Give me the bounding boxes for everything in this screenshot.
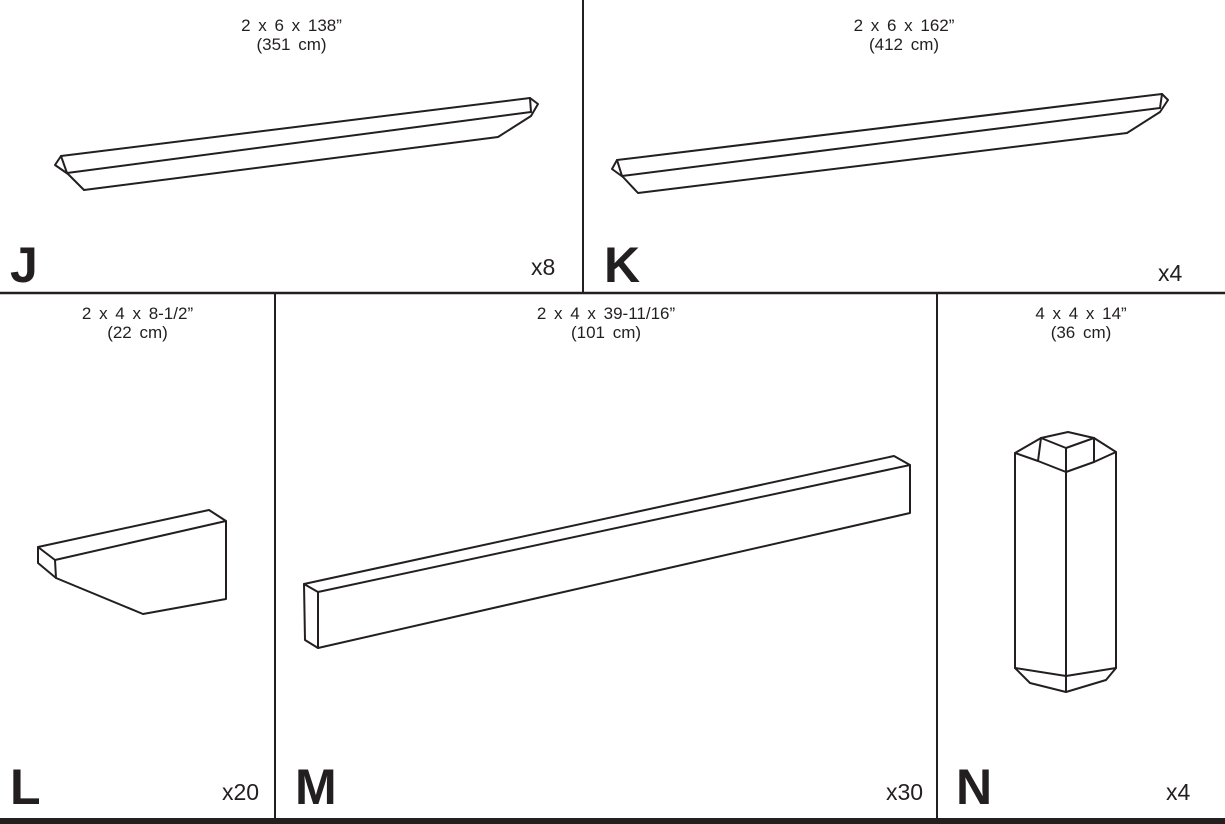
part-l-letter: L bbox=[10, 759, 41, 815]
part-n-dimension-metric: (36 cm) bbox=[1050, 323, 1112, 342]
board-j-drawing bbox=[54, 97, 539, 191]
part-k-dimensions: 2 x 6 x 162” (412 cm) bbox=[583, 16, 1225, 54]
part-j-dimension-metric: (351 cm) bbox=[256, 35, 327, 54]
part-panel-j: 2 x 6 x 138” (351 cm) J x8 bbox=[0, 0, 583, 293]
part-k-quantity: x4 bbox=[1158, 260, 1183, 286]
part-m-dimension-imperial: 2 x 4 x 39-11/16” bbox=[536, 304, 676, 323]
part-j-letter: J bbox=[10, 237, 38, 293]
part-l-dimension-metric: (22 cm) bbox=[107, 323, 168, 342]
part-panel-m: 2 x 4 x 39-11/16” (101 cm) M x30 bbox=[275, 293, 937, 818]
part-j-dimensions: 2 x 6 x 138” (351 cm) bbox=[0, 16, 583, 54]
part-n-letter: N bbox=[956, 759, 993, 815]
part-k-dimension-imperial: 2 x 6 x 162” bbox=[853, 16, 955, 35]
part-l-dimension-imperial: 2 x 4 x 8-1/2” bbox=[81, 304, 194, 323]
board-m-drawing bbox=[303, 455, 911, 649]
part-panel-k: 2 x 6 x 162” (412 cm) K x4 bbox=[583, 0, 1225, 293]
part-n-dimensions: 4 x 4 x 14” (36 cm) bbox=[937, 304, 1225, 342]
part-l-dimensions: 2 x 4 x 8-1/2” (22 cm) bbox=[0, 304, 275, 342]
bottom-border bbox=[0, 818, 1225, 824]
part-m-dimensions: 2 x 4 x 39-11/16” (101 cm) bbox=[275, 304, 937, 342]
part-n-quantity: x4 bbox=[1166, 779, 1191, 805]
part-m-quantity: x30 bbox=[886, 779, 924, 805]
part-panel-l: 2 x 4 x 8-1/2” (22 cm) L x20 bbox=[0, 293, 275, 818]
part-k-dimension-metric: (412 cm) bbox=[868, 35, 940, 54]
board-k-drawing bbox=[611, 93, 1169, 194]
part-l-quantity: x20 bbox=[222, 779, 260, 805]
post-n-drawing bbox=[1014, 431, 1117, 693]
part-j-quantity: x8 bbox=[531, 254, 556, 280]
block-l-drawing bbox=[37, 509, 227, 615]
part-m-dimension-metric: (101 cm) bbox=[570, 323, 642, 342]
part-k-letter: K bbox=[604, 237, 641, 293]
part-panel-n: 4 x 4 x 14” (36 cm) N x4 bbox=[937, 293, 1225, 818]
part-j-dimension-imperial: 2 x 6 x 138” bbox=[241, 16, 342, 35]
part-n-dimension-imperial: 4 x 4 x 14” bbox=[1035, 304, 1127, 323]
part-m-letter: M bbox=[295, 759, 337, 815]
